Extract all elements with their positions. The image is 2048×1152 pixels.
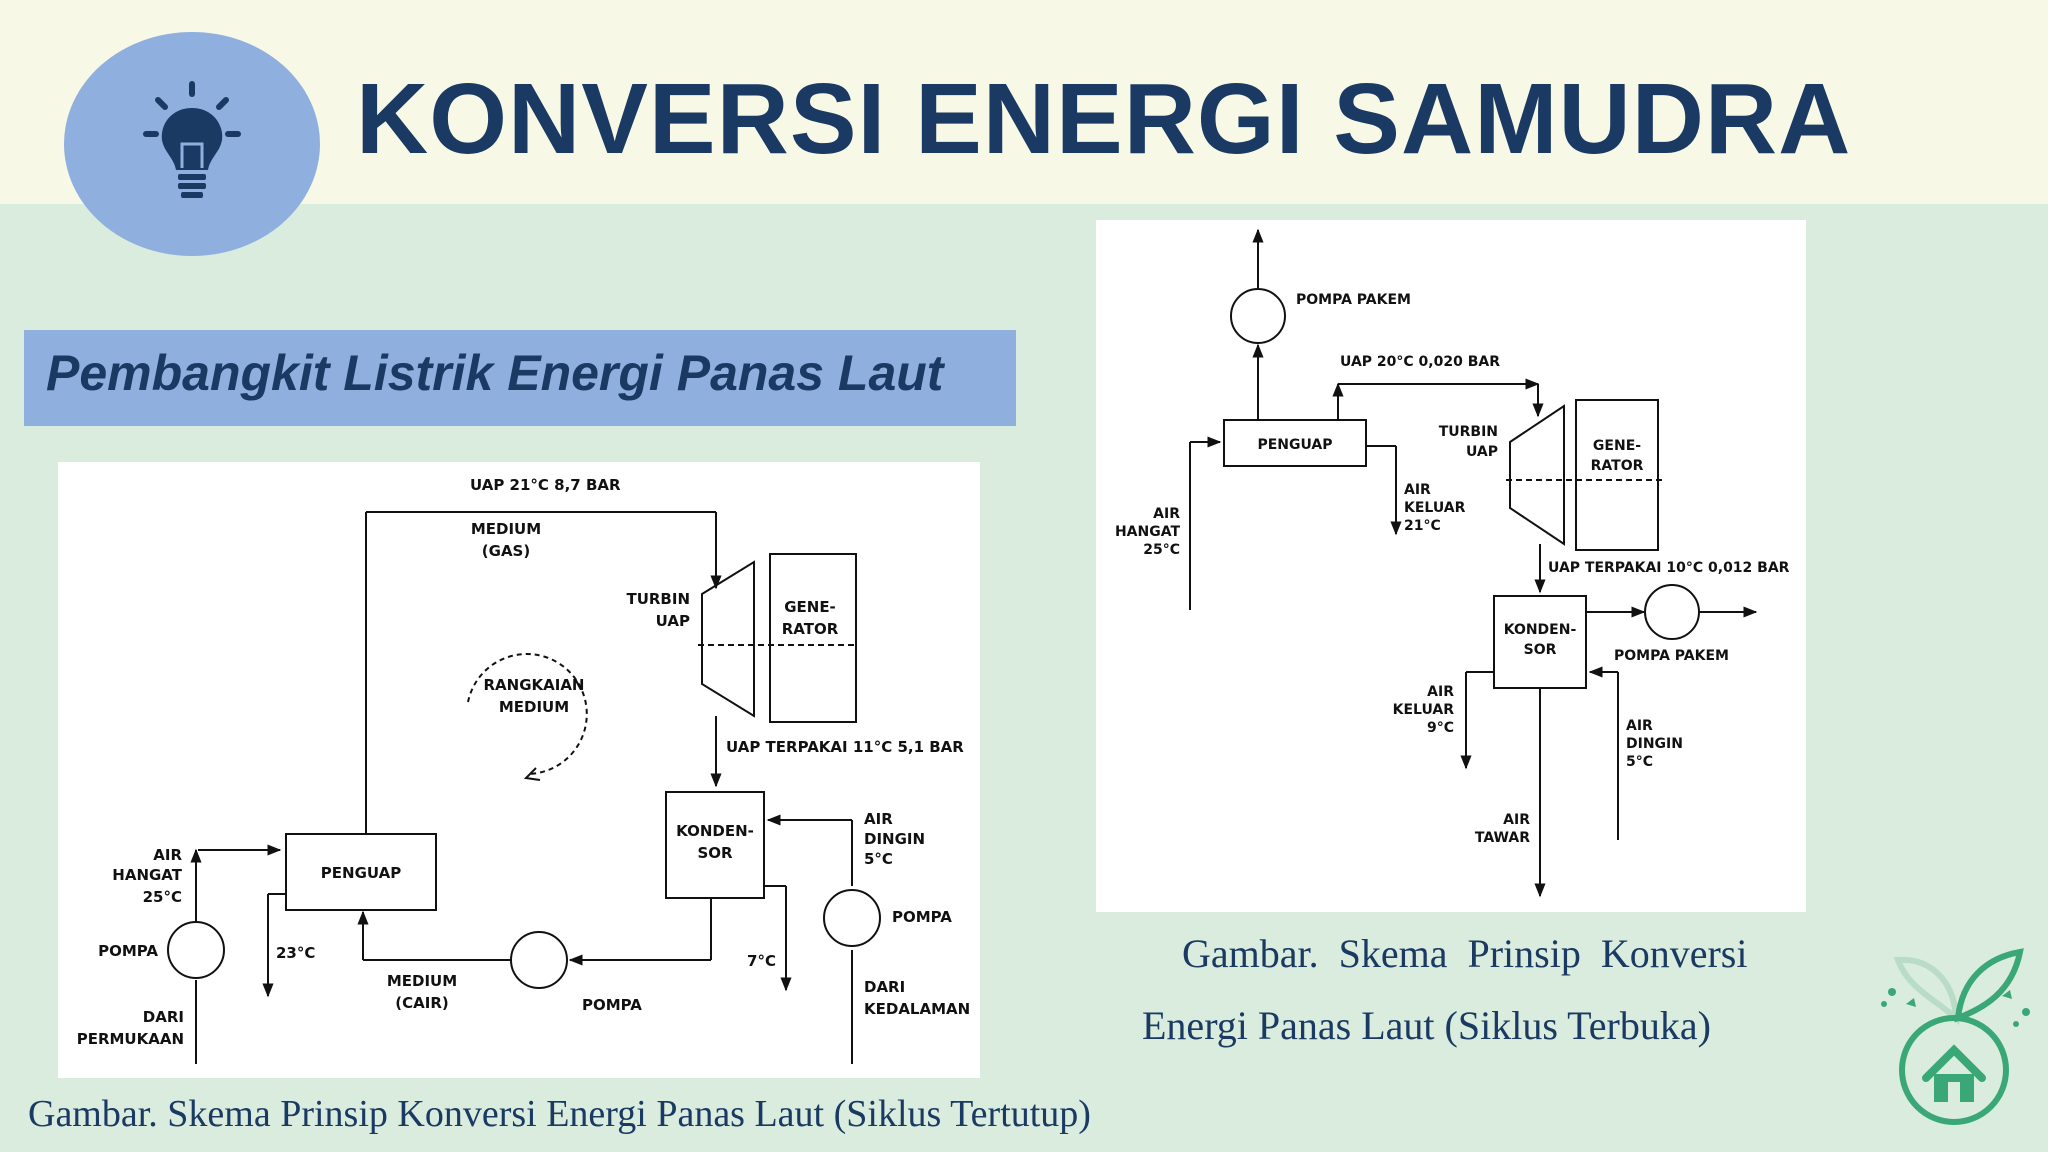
label-kondensor-1: KONDEN- <box>676 822 754 840</box>
open-cycle-diagram: POMPA PAKEM UAP 20°C 0,020 BAR PENGUAP T… <box>1115 228 1790 898</box>
closed-cycle-diagram-panel: UAP 21°C 8,7 BAR MEDIUM (GAS) TURBIN UAP… <box>58 462 980 1078</box>
label-air-dingin-1: AIR <box>1626 718 1653 734</box>
label-turbin-2: UAP <box>656 612 690 630</box>
turbine-symbol <box>701 560 755 718</box>
label-air-dingin-1: AIR <box>864 810 893 828</box>
label-out-7c: 7°C <box>747 952 776 970</box>
eco-home-icon <box>1881 948 2030 1125</box>
label-pompa-pakem-right: POMPA PAKEM <box>1614 648 1729 664</box>
label-pompa-pakem-top: POMPA PAKEM <box>1296 292 1411 308</box>
generator-box <box>769 553 857 723</box>
label-uap-terpakai: UAP TERPAKAI 10°C 0,012 BAR <box>1548 560 1790 576</box>
medium-loop-arrow <box>523 767 541 781</box>
label-generator-2: RATOR <box>1591 458 1644 474</box>
label-air-hangat-3: 25°C <box>1143 542 1180 558</box>
label-generator-2: RATOR <box>782 620 839 638</box>
label-air-hangat-3: 25°C <box>143 888 182 906</box>
right-vacuum-pump-symbol <box>1644 584 1700 640</box>
page-title: KONVERSI ENERGI SAMUDRA <box>356 63 1852 175</box>
label-dari-kedalaman-2: KEDALAMAN <box>864 1000 970 1018</box>
label-air-keluar-2: KELUAR <box>1404 500 1466 516</box>
label-rangkaian-1: RANGKAIAN <box>483 676 584 694</box>
label-air-hangat-2: HANGAT <box>1115 524 1181 540</box>
header-band <box>0 0 2048 204</box>
open-cycle-caption-line2: Energi Panas Laut (Siklus Terbuka) <box>1142 1003 1711 1048</box>
label-out-23c: 23°C <box>276 944 315 962</box>
condenser-box <box>665 791 765 899</box>
label-penguap: PENGUAP <box>1257 437 1332 453</box>
label-air-hangat-1: AIR <box>153 846 182 864</box>
label-air-dingin-2: DINGIN <box>1626 736 1683 752</box>
section-subtitle: Pembangkit Listrik Energi Panas Laut <box>46 345 944 401</box>
label-air-dingin-3: 5°C <box>864 850 893 868</box>
label-uap: UAP 20°C 0,020 BAR <box>1340 354 1500 370</box>
label-air-keluar9-3: 9°C <box>1427 720 1454 736</box>
label-air-keluar-1: AIR <box>1404 482 1431 498</box>
surface-pump-symbol <box>167 921 225 979</box>
label-dari-kedalaman-1: DARI <box>864 978 905 996</box>
label-uap-terpakai: UAP TERPAKAI 11°C 5,1 BAR <box>726 738 964 756</box>
closed-cycle-diagram: UAP 21°C 8,7 BAR MEDIUM (GAS) TURBIN UAP… <box>77 476 970 1064</box>
label-dari-permukaan-2: PERMUKAAN <box>77 1030 184 1048</box>
medium-loop-symbol <box>467 653 588 775</box>
label-kondensor-2: SOR <box>697 844 733 862</box>
label-dari-permukaan-1: DARI <box>143 1008 184 1026</box>
open-cycle-caption-line1: Gambar. Skema Prinsip Konversi <box>1182 931 1748 976</box>
label-kondensor-2: SOR <box>1524 642 1557 658</box>
label-kondensor-1: KONDEN- <box>1504 622 1577 638</box>
subtitle-box <box>24 330 1016 426</box>
label-uap: UAP 21°C 8,7 BAR <box>470 476 621 494</box>
label-medium-gas-2: (GAS) <box>482 542 530 560</box>
label-generator-1: GENE- <box>1593 438 1641 454</box>
label-turbin-2: UAP <box>1466 444 1498 460</box>
label-pompa-left: POMPA <box>98 942 158 960</box>
label-air-tawar-1: AIR <box>1503 812 1530 828</box>
label-air-dingin-2: DINGIN <box>864 830 925 848</box>
label-air-dingin-3: 5°C <box>1626 754 1653 770</box>
label-pompa-mid: POMPA <box>582 996 642 1014</box>
evaporator-box <box>285 833 437 911</box>
label-medium-cair-1: MEDIUM <box>387 972 457 990</box>
top-vacuum-pump-symbol <box>1230 288 1286 344</box>
label-generator-1: GENE- <box>784 598 836 616</box>
open-cycle-diagram-panel: POMPA PAKEM UAP 20°C 0,020 BAR PENGUAP T… <box>1096 220 1806 912</box>
label-air-keluar9-1: AIR <box>1427 684 1454 700</box>
turbine-symbol <box>1509 404 1565 546</box>
label-turbin-1: TURBIN <box>626 590 690 608</box>
label-air-hangat-1: AIR <box>1153 506 1180 522</box>
label-medium-cair-2: (CAIR) <box>395 994 448 1012</box>
label-air-keluar-3: 21°C <box>1404 518 1441 534</box>
label-air-keluar9-2: KELUAR <box>1393 702 1455 718</box>
closed-cycle-caption: Gambar. Skema Prinsip Konversi Energi Pa… <box>28 1093 1091 1135</box>
medium-pump-symbol <box>510 931 568 989</box>
generator-box <box>1575 399 1659 551</box>
label-air-tawar-2: TAWAR <box>1475 830 1530 846</box>
label-pompa-right: POMPA <box>892 908 952 926</box>
label-penguap: PENGUAP <box>321 864 401 882</box>
label-medium-gas-1: MEDIUM <box>471 520 541 538</box>
label-rangkaian-2: MEDIUM <box>499 698 569 716</box>
label-turbin-1: TURBIN <box>1439 424 1498 440</box>
label-air-hangat-2: HANGAT <box>112 866 182 884</box>
lightbulb-badge <box>64 32 320 256</box>
evaporator-box <box>1223 419 1367 467</box>
lightbulb-icon <box>143 81 241 198</box>
deep-pump-symbol <box>823 889 881 947</box>
